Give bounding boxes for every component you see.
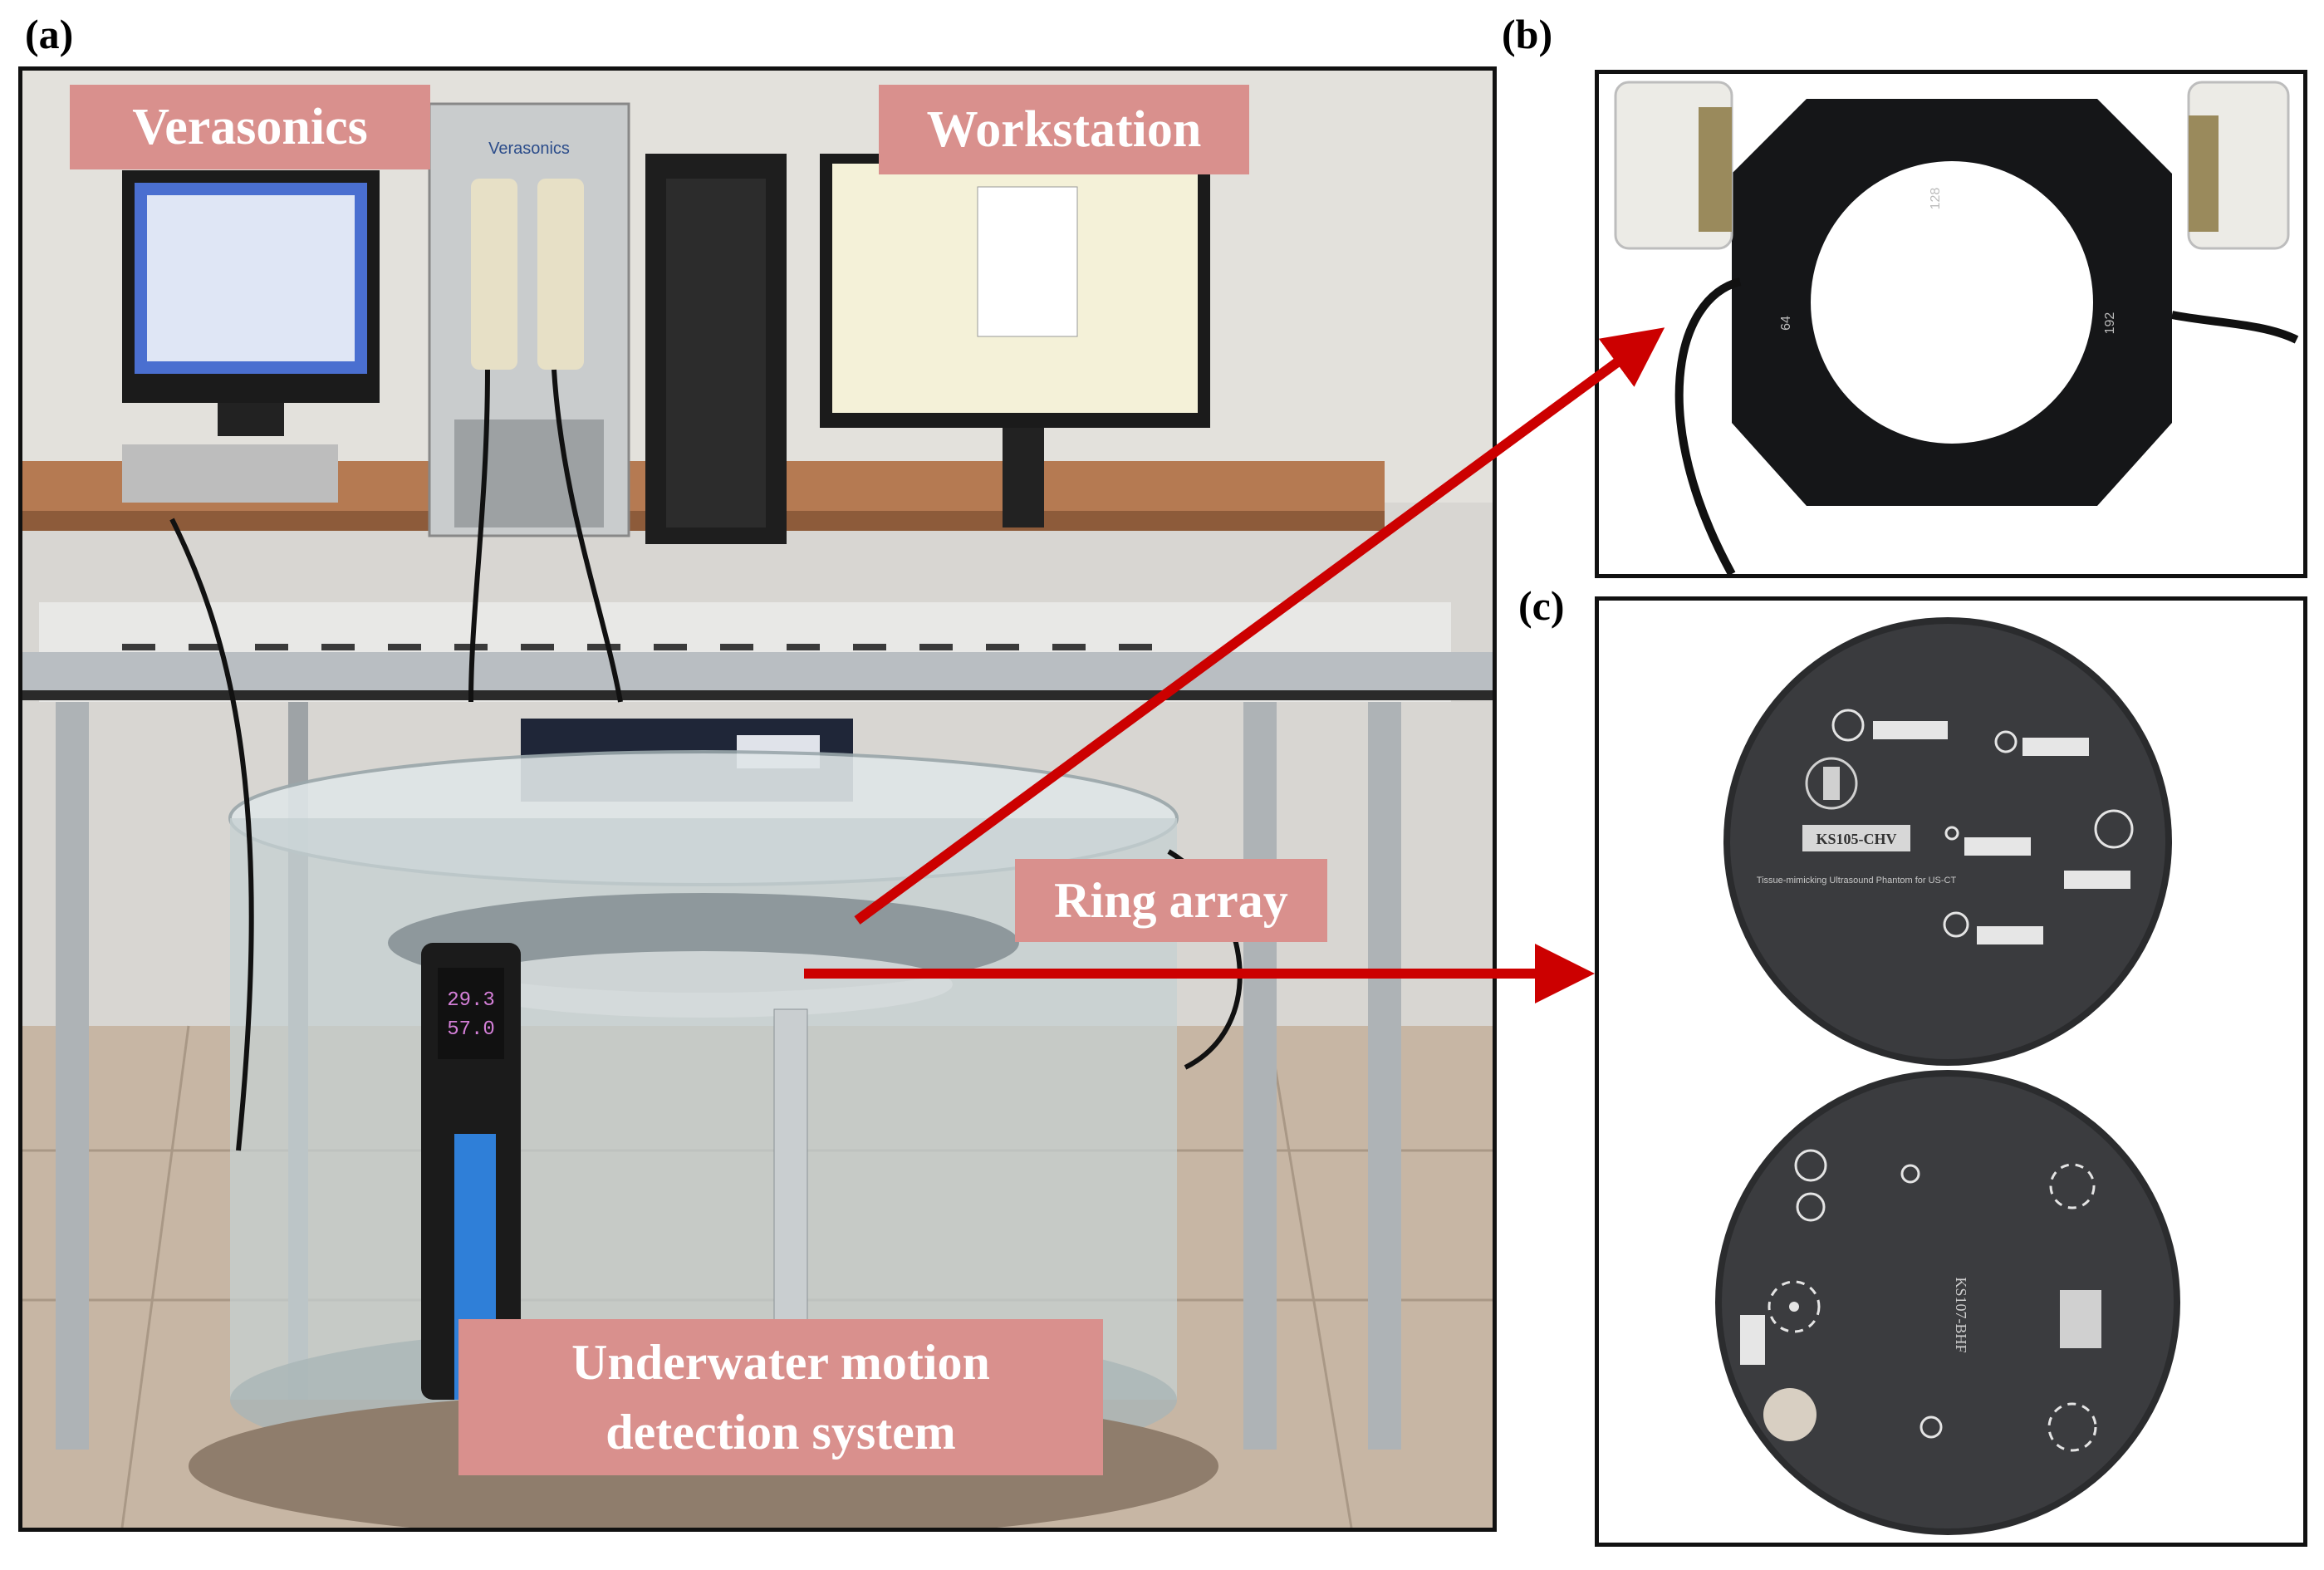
panel-letter-a: (a) [25, 11, 74, 57]
photo-panel-a: Verasonics 29.3 [18, 66, 1497, 1532]
phantom-photo: KS105-CHV Tissue-mimicking Ultrasound Ph… [1599, 601, 2303, 1543]
ring-mark-128: 128 [1929, 188, 1943, 210]
underwater-label-line2: detection system [606, 1405, 956, 1460]
panel-letter-c: (c) [1518, 582, 1565, 629]
ring-array-photo: 128 64 192 [1599, 74, 2303, 574]
underwater-motion-label: Underwater motion detection system [458, 1319, 1103, 1475]
ring-array-label: Ring array [1015, 859, 1327, 942]
phantom-top-model: KS105-CHV [1816, 831, 1896, 847]
photo-panel-c: KS105-CHV Tissue-mimicking Ultrasound Ph… [1595, 596, 2307, 1547]
underwater-label-line1: Underwater motion [571, 1335, 990, 1390]
ring-mark-192: 192 [2103, 312, 2117, 335]
lab-setup-photo: Verasonics 29.3 [22, 71, 1493, 1528]
panel-letter-b: (b) [1502, 11, 1553, 57]
display-readout-1: 29.3 [447, 989, 495, 1012]
arrow-to-ring-array-photo [854, 327, 1665, 925]
phantom-top-caption: Tissue-mimicking Ultrasound Phantom for … [1757, 876, 1957, 886]
verasonics-label: Verasonics [70, 85, 430, 169]
photo-panel-b: 128 64 192 [1595, 70, 2307, 578]
phantom-bottom-model: KS107-BHF [1953, 1277, 1969, 1352]
ring-mark-64: 64 [1779, 316, 1793, 331]
display-readout-2: 57.0 [447, 1018, 495, 1041]
verasonics-brand-text: Verasonics [488, 140, 570, 158]
workstation-label: Workstation [879, 85, 1249, 174]
